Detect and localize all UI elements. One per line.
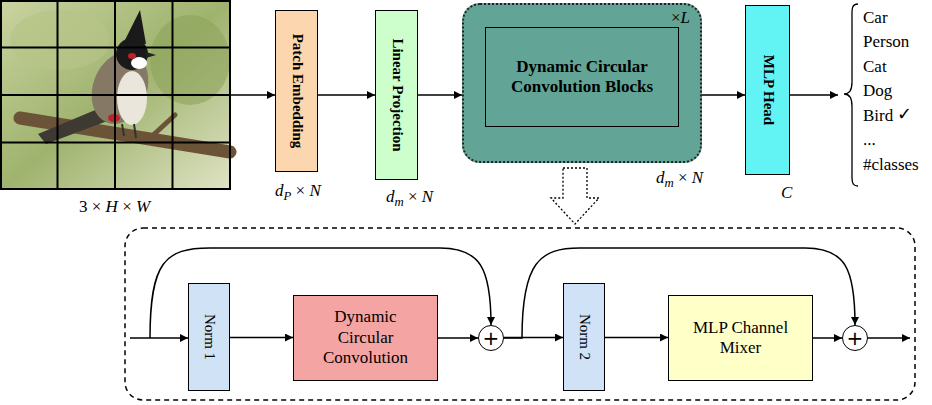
box-label: MLP Channel Mixer bbox=[677, 318, 805, 359]
box-label: Norm 2 bbox=[576, 314, 593, 360]
box-label: MLP Head bbox=[759, 55, 776, 125]
norm-box: Norm 1 bbox=[188, 283, 230, 391]
text-holder: MLP Channel Mixer bbox=[669, 296, 812, 380]
dynamic-conv-box: Dynamic Circular Convolution bbox=[293, 295, 438, 381]
dimension-label: dP × N bbox=[275, 181, 321, 206]
repeat-label: ×L bbox=[671, 8, 690, 28]
flow-arrow bbox=[605, 337, 668, 339]
text-holder: Dynamic Circular Convolution bbox=[294, 296, 437, 380]
flow-arrow bbox=[702, 94, 745, 96]
box-label: + bbox=[483, 328, 500, 348]
class-brace bbox=[844, 4, 858, 186]
class-name: Car bbox=[863, 8, 888, 28]
text-holder: Dynamic Circular Convolution Blocks bbox=[486, 28, 678, 126]
dimension-label: 3 × H × W bbox=[79, 197, 150, 217]
output-arrow bbox=[790, 94, 838, 96]
flow-arrow bbox=[418, 94, 462, 96]
text-holder: + bbox=[479, 326, 503, 350]
block-stack-box: ×L Dynamic Circular Convolution Blocks bbox=[462, 3, 702, 163]
block-detail-frame bbox=[125, 228, 915, 400]
box-label: Dynamic Circular Convolution Blocks bbox=[496, 57, 668, 98]
box-label: Dynamic Circular Convolution bbox=[314, 307, 418, 368]
block-output-arrow bbox=[868, 337, 910, 339]
expand-arrow bbox=[551, 168, 599, 224]
dimension-label: dm × N bbox=[656, 168, 703, 193]
dimension-label: C bbox=[781, 183, 792, 203]
flow-arrow bbox=[438, 337, 478, 339]
flow-arrow bbox=[230, 337, 293, 339]
patch-embedding-box: Patch Embedding bbox=[275, 10, 318, 172]
class-name: Cat bbox=[863, 57, 887, 77]
class-name: Person bbox=[863, 32, 909, 52]
dcc-blocks-box: Dynamic Circular Convolution Blocks bbox=[485, 27, 679, 127]
box-label: + bbox=[847, 328, 864, 348]
class-name: Dog bbox=[863, 81, 892, 101]
class-name: ... bbox=[863, 130, 876, 150]
class-name: #classes bbox=[863, 155, 919, 175]
add-circle: + bbox=[842, 325, 868, 351]
mlp-head-box: MLP Head bbox=[745, 5, 790, 175]
linear-projection-box: Linear Projection bbox=[375, 10, 418, 180]
box-label: Norm 1 bbox=[201, 314, 218, 360]
flow-arrow bbox=[813, 337, 842, 339]
text-holder: + bbox=[843, 326, 867, 350]
block-input-arrow bbox=[130, 337, 188, 339]
check-mark: ✓ bbox=[897, 104, 912, 124]
input-arrow bbox=[231, 94, 275, 96]
channel-mixer-box: MLP Channel Mixer bbox=[668, 295, 813, 381]
dimension-label: dm × N bbox=[386, 187, 433, 212]
box-label: Linear Projection bbox=[388, 38, 405, 151]
norm-box: Norm 2 bbox=[563, 283, 605, 391]
add-circle: + bbox=[478, 325, 504, 351]
flow-arrow bbox=[318, 94, 375, 96]
class-name: Bird bbox=[863, 106, 893, 126]
bird-photo bbox=[1, 1, 230, 189]
box-label: Patch Embedding bbox=[288, 34, 305, 149]
